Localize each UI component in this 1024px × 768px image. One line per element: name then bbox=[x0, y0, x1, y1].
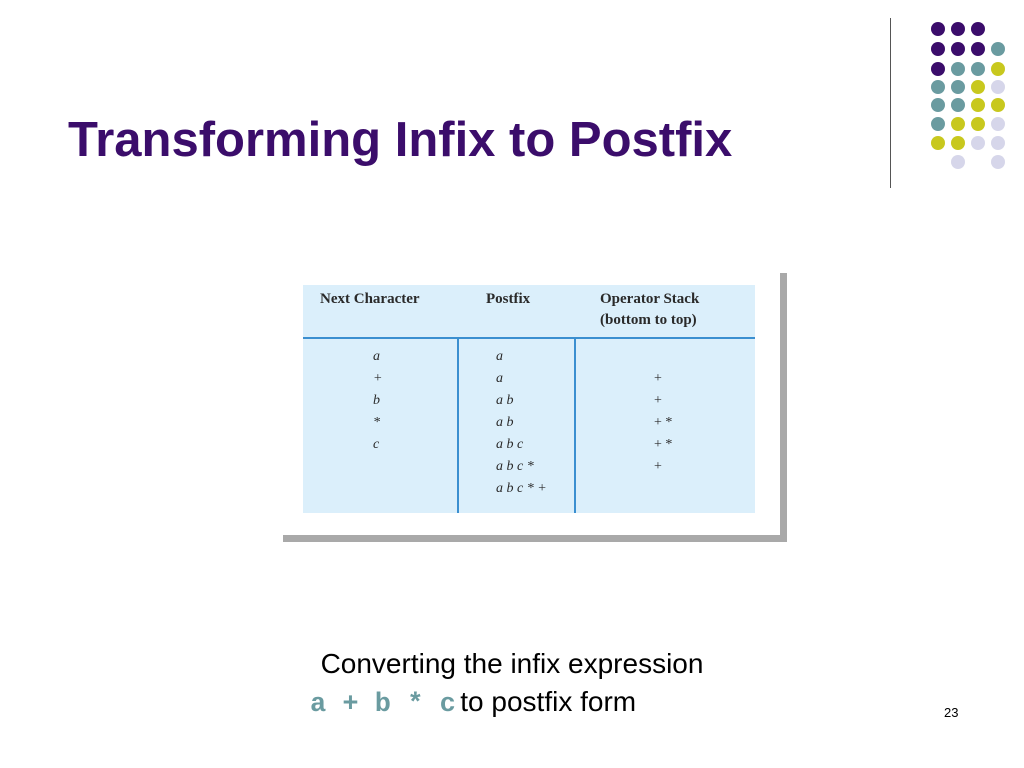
decorative-dot bbox=[991, 80, 1005, 94]
decorative-dot bbox=[931, 42, 945, 56]
decorative-dot bbox=[931, 117, 945, 131]
table-cell-stack: + * bbox=[654, 437, 673, 452]
decorative-dot bbox=[951, 42, 965, 56]
decorative-dot bbox=[931, 98, 945, 112]
decorative-dot bbox=[971, 98, 985, 112]
decorative-dot bbox=[971, 22, 985, 36]
table-cell-stack: + * bbox=[654, 415, 673, 430]
infix-expression: a + b * c bbox=[310, 690, 456, 720]
table-cell-next: a bbox=[373, 349, 380, 364]
caption-line-2-text: to postfix form bbox=[460, 686, 637, 717]
decorative-dot bbox=[971, 80, 985, 94]
column-divider bbox=[574, 339, 576, 513]
decorative-dot bbox=[991, 42, 1005, 56]
table-cell-stack: + bbox=[654, 393, 662, 408]
decorative-dot bbox=[971, 42, 985, 56]
table-figure-background: Next Character Postfix Operator Stack (b… bbox=[283, 273, 780, 535]
caption-line-1: Converting the infix expression bbox=[320, 648, 704, 679]
conversion-table: Next Character Postfix Operator Stack (b… bbox=[303, 285, 755, 513]
table-cell-stack: + bbox=[654, 459, 662, 474]
decorative-dot bbox=[991, 62, 1005, 76]
decorative-dot bbox=[951, 62, 965, 76]
decorative-dot bbox=[991, 98, 1005, 112]
table-cell-postfix: a bbox=[496, 371, 503, 386]
table-cell-postfix: a b bbox=[496, 415, 514, 430]
table-figure: Next Character Postfix Operator Stack (b… bbox=[283, 273, 787, 542]
table-cell-postfix: a b c * bbox=[496, 459, 534, 474]
slide-title: Transforming Infix to Postfix bbox=[68, 113, 733, 167]
decorative-dot bbox=[971, 136, 985, 150]
decorative-dot bbox=[971, 62, 985, 76]
page-number: 23 bbox=[944, 705, 959, 720]
column-divider bbox=[457, 339, 459, 513]
table-cell-postfix: a b c * + bbox=[496, 481, 547, 496]
decorative-dot bbox=[971, 117, 985, 131]
caption-line-2: a + b * c to postfix form bbox=[310, 686, 636, 720]
header-operator-stack: Operator Stack bbox=[600, 291, 700, 307]
decorative-dot bbox=[951, 136, 965, 150]
decorative-dot bbox=[991, 155, 1005, 169]
header-operator-stack-note: (bottom to top) bbox=[600, 312, 697, 328]
header-next-character: Next Character bbox=[320, 291, 420, 307]
table-cell-stack: + bbox=[654, 371, 662, 386]
decorative-dot bbox=[931, 62, 945, 76]
table-cell-postfix: a b bbox=[496, 393, 514, 408]
decorative-dot bbox=[951, 98, 965, 112]
decorative-dot bbox=[951, 155, 965, 169]
table-cell-next: c bbox=[373, 437, 380, 452]
table-cell-postfix: a bbox=[496, 349, 503, 364]
table-cell-postfix: a b c bbox=[496, 437, 524, 452]
decorative-dot bbox=[931, 80, 945, 94]
header-postfix: Postfix bbox=[486, 291, 531, 307]
vertical-divider bbox=[890, 18, 891, 188]
header-rule bbox=[303, 337, 755, 339]
decorative-dot bbox=[951, 80, 965, 94]
table-cell-next: b bbox=[373, 393, 380, 408]
table-cell-next: + bbox=[373, 371, 383, 386]
decorative-dot bbox=[931, 22, 945, 36]
decorative-dot bbox=[951, 117, 965, 131]
decorative-dot bbox=[991, 117, 1005, 131]
decorative-dot bbox=[931, 136, 945, 150]
table-cell-next: * bbox=[373, 415, 380, 430]
decorative-dot bbox=[991, 136, 1005, 150]
decorative-dot bbox=[951, 22, 965, 36]
